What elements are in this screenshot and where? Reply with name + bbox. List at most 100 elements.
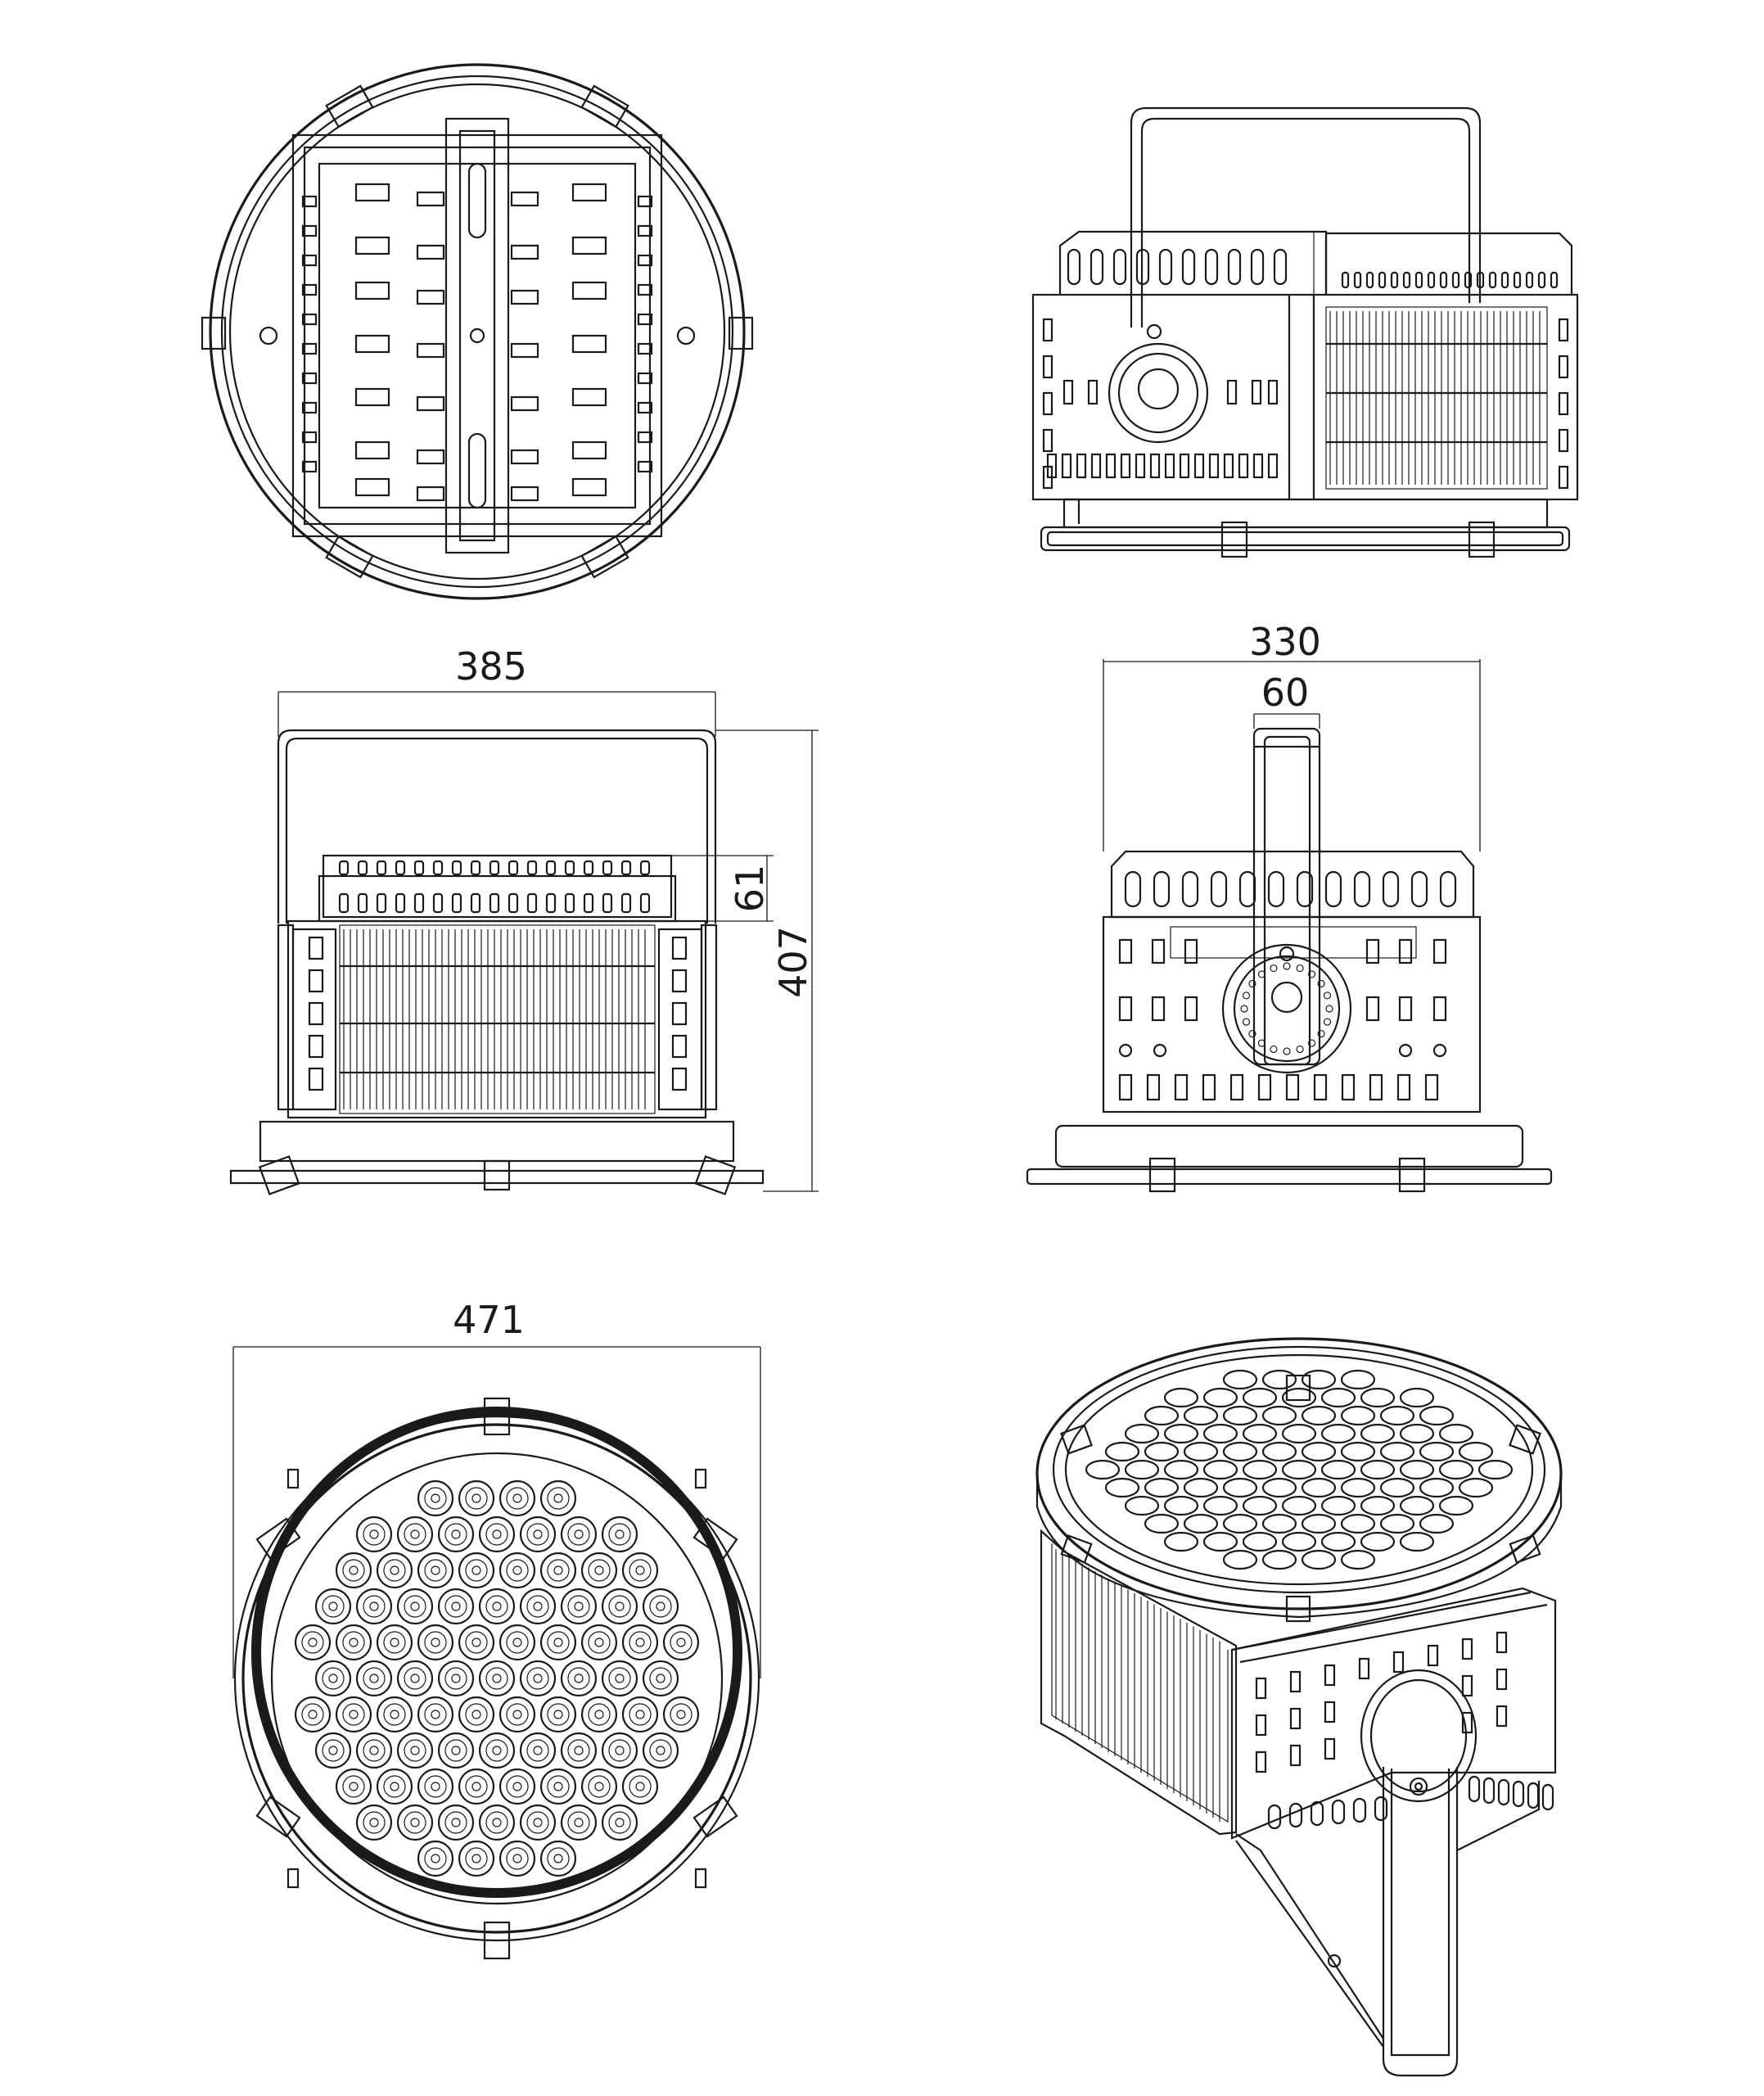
led-lens xyxy=(335,1552,372,1589)
dimension-407-label: 407 xyxy=(771,926,815,998)
led-chip xyxy=(656,1601,665,1611)
led-chip xyxy=(349,1638,359,1647)
led-lens xyxy=(1301,1441,1337,1462)
led-lens xyxy=(1360,1495,1396,1516)
led-lens xyxy=(1163,1531,1199,1552)
led-chip xyxy=(410,1674,420,1683)
slot xyxy=(1390,271,1399,289)
led-lens xyxy=(355,1732,393,1769)
led-lens xyxy=(1419,1477,1455,1498)
hinge-hole xyxy=(1296,964,1304,973)
slot xyxy=(1193,453,1205,479)
led-lens xyxy=(519,1732,557,1769)
led-lens xyxy=(1261,1405,1297,1426)
led-lens xyxy=(1144,1477,1180,1498)
slot xyxy=(1296,870,1314,908)
slot xyxy=(1267,379,1279,405)
led-chip xyxy=(615,1674,625,1683)
led-lens-inner xyxy=(567,1811,590,1834)
slot xyxy=(308,1034,324,1059)
slot xyxy=(376,892,387,914)
led-lens xyxy=(437,1516,475,1553)
hinge-hole xyxy=(1257,1039,1266,1047)
led-lens xyxy=(560,1588,598,1625)
hinge-hole xyxy=(1242,992,1251,1000)
led-lens xyxy=(539,1768,577,1805)
slot xyxy=(1496,1705,1508,1728)
led-lens xyxy=(621,1696,659,1733)
slot xyxy=(1238,870,1256,908)
led-lens xyxy=(499,1552,536,1589)
slot xyxy=(416,191,445,207)
led-lens xyxy=(1261,1513,1297,1534)
slot xyxy=(1090,248,1104,286)
slot xyxy=(301,401,318,414)
led-lens xyxy=(478,1660,516,1697)
slot xyxy=(1488,271,1497,289)
led-lens xyxy=(1144,1513,1180,1534)
hinge-hole xyxy=(1307,970,1316,978)
led-lens-inner xyxy=(670,1631,693,1654)
led-lens xyxy=(1261,1441,1297,1462)
led-lens xyxy=(519,1588,557,1625)
led-lens xyxy=(1242,1459,1278,1480)
slot xyxy=(1252,453,1264,479)
slot xyxy=(571,183,607,202)
led-chip xyxy=(594,1638,604,1647)
slot xyxy=(338,892,350,914)
slot xyxy=(1226,379,1238,405)
led-lens-inner xyxy=(465,1775,488,1798)
led-lens xyxy=(294,1624,332,1661)
led-lens xyxy=(1340,1477,1376,1498)
led-lens-inner xyxy=(567,1667,590,1690)
hinge-hole xyxy=(1323,992,1332,1000)
led-chip xyxy=(471,1710,481,1719)
led-chip xyxy=(471,1854,481,1863)
dimension-330-label: 330 xyxy=(1249,620,1321,664)
slot xyxy=(1204,248,1219,286)
led-lens xyxy=(1163,1495,1199,1516)
led-lens-inner xyxy=(526,1811,549,1834)
slot xyxy=(637,224,653,237)
slot xyxy=(620,860,632,876)
led-lens-inner xyxy=(465,1631,488,1654)
slot xyxy=(1558,355,1569,379)
slot xyxy=(510,449,539,465)
slot xyxy=(1353,271,1362,289)
slot xyxy=(1468,1775,1481,1803)
led-lens-inner xyxy=(424,1631,447,1654)
led-chip xyxy=(533,1529,543,1539)
led-lens xyxy=(1320,1387,1356,1408)
led-lens xyxy=(417,1696,454,1733)
led-lens-inner xyxy=(629,1703,652,1726)
led-lens xyxy=(1458,1441,1494,1462)
slot xyxy=(510,395,539,412)
slot xyxy=(354,440,390,460)
led-lens-inner xyxy=(383,1631,406,1654)
led-chip xyxy=(369,1818,379,1827)
slot xyxy=(1202,1073,1216,1101)
slot xyxy=(1558,318,1569,342)
slot xyxy=(1558,428,1569,453)
slot xyxy=(571,281,607,300)
slot xyxy=(671,1067,688,1091)
slot xyxy=(583,860,594,876)
led-chip xyxy=(615,1746,625,1755)
slot xyxy=(1105,453,1117,479)
led-lens-inner xyxy=(547,1703,570,1726)
led-lens xyxy=(437,1804,475,1841)
led-chip xyxy=(594,1565,604,1575)
led-lens-inner xyxy=(363,1667,386,1690)
led-chip xyxy=(431,1493,440,1503)
led-chip xyxy=(328,1746,338,1755)
slot xyxy=(1410,870,1428,908)
slot xyxy=(1414,271,1423,289)
led-lens-inner xyxy=(588,1559,611,1582)
led-lens-inner xyxy=(342,1631,365,1654)
slot xyxy=(1149,453,1161,479)
led-lens xyxy=(580,1624,618,1661)
led-lens xyxy=(1104,1441,1140,1462)
led-lens xyxy=(1261,1369,1297,1390)
slot xyxy=(395,860,406,876)
slot xyxy=(376,860,387,876)
